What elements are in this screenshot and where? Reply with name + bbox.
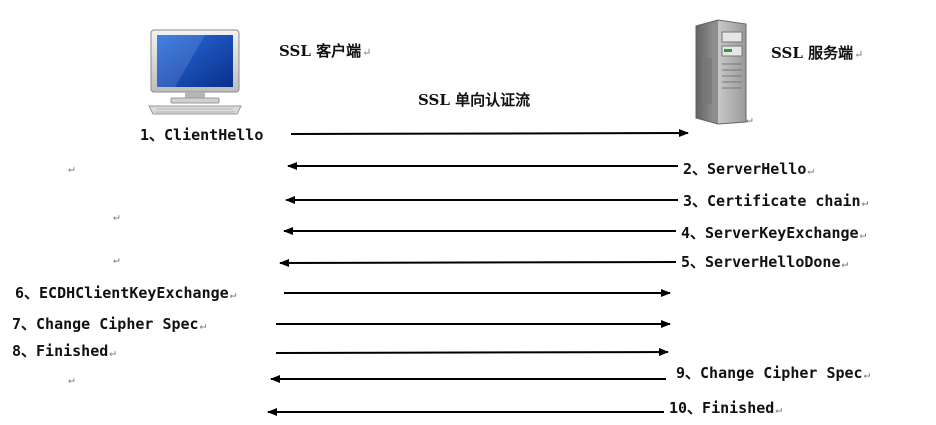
paragraph-mark: ↵: [68, 373, 75, 386]
message-label-10: 10、Finished↵: [669, 399, 782, 417]
arrow-8-finished: [275, 348, 669, 357]
server-tower-icon: [695, 19, 747, 125]
paragraph-mark: ↵: [68, 162, 75, 175]
paragraph-mark: ↵: [746, 113, 753, 126]
message-label-6: 6、ECDHClientKeyExchange↵: [15, 284, 237, 302]
arrow-5-server-hello-done: [279, 258, 677, 267]
arrow-1-client-hello: [290, 129, 689, 138]
paragraph-mark: ↵: [113, 210, 120, 223]
message-label-3: 3、Certificate chain↵: [683, 192, 869, 210]
paragraph-mark: ↵: [113, 253, 120, 266]
flow-title: SSL 单向认证流: [418, 91, 531, 109]
message-label-1: 1、ClientHello: [140, 126, 264, 144]
message-label-5: 5、ServerHelloDone↵: [681, 253, 849, 271]
client-title: SSL 客户端↵: [279, 42, 372, 60]
message-label-9: 9、Change Cipher Spec↵: [676, 364, 871, 382]
message-label-8: 8、Finished↵: [12, 342, 116, 360]
message-label-7: 7、Change Cipher Spec↵: [12, 315, 207, 333]
message-label-2: 2、ServerHello↵: [683, 160, 814, 178]
desktop-computer-icon: [148, 29, 242, 115]
server-title: SSL 服务端↵: [771, 44, 864, 62]
message-label-4: 4、ServerKeyExchange↵: [681, 224, 867, 242]
